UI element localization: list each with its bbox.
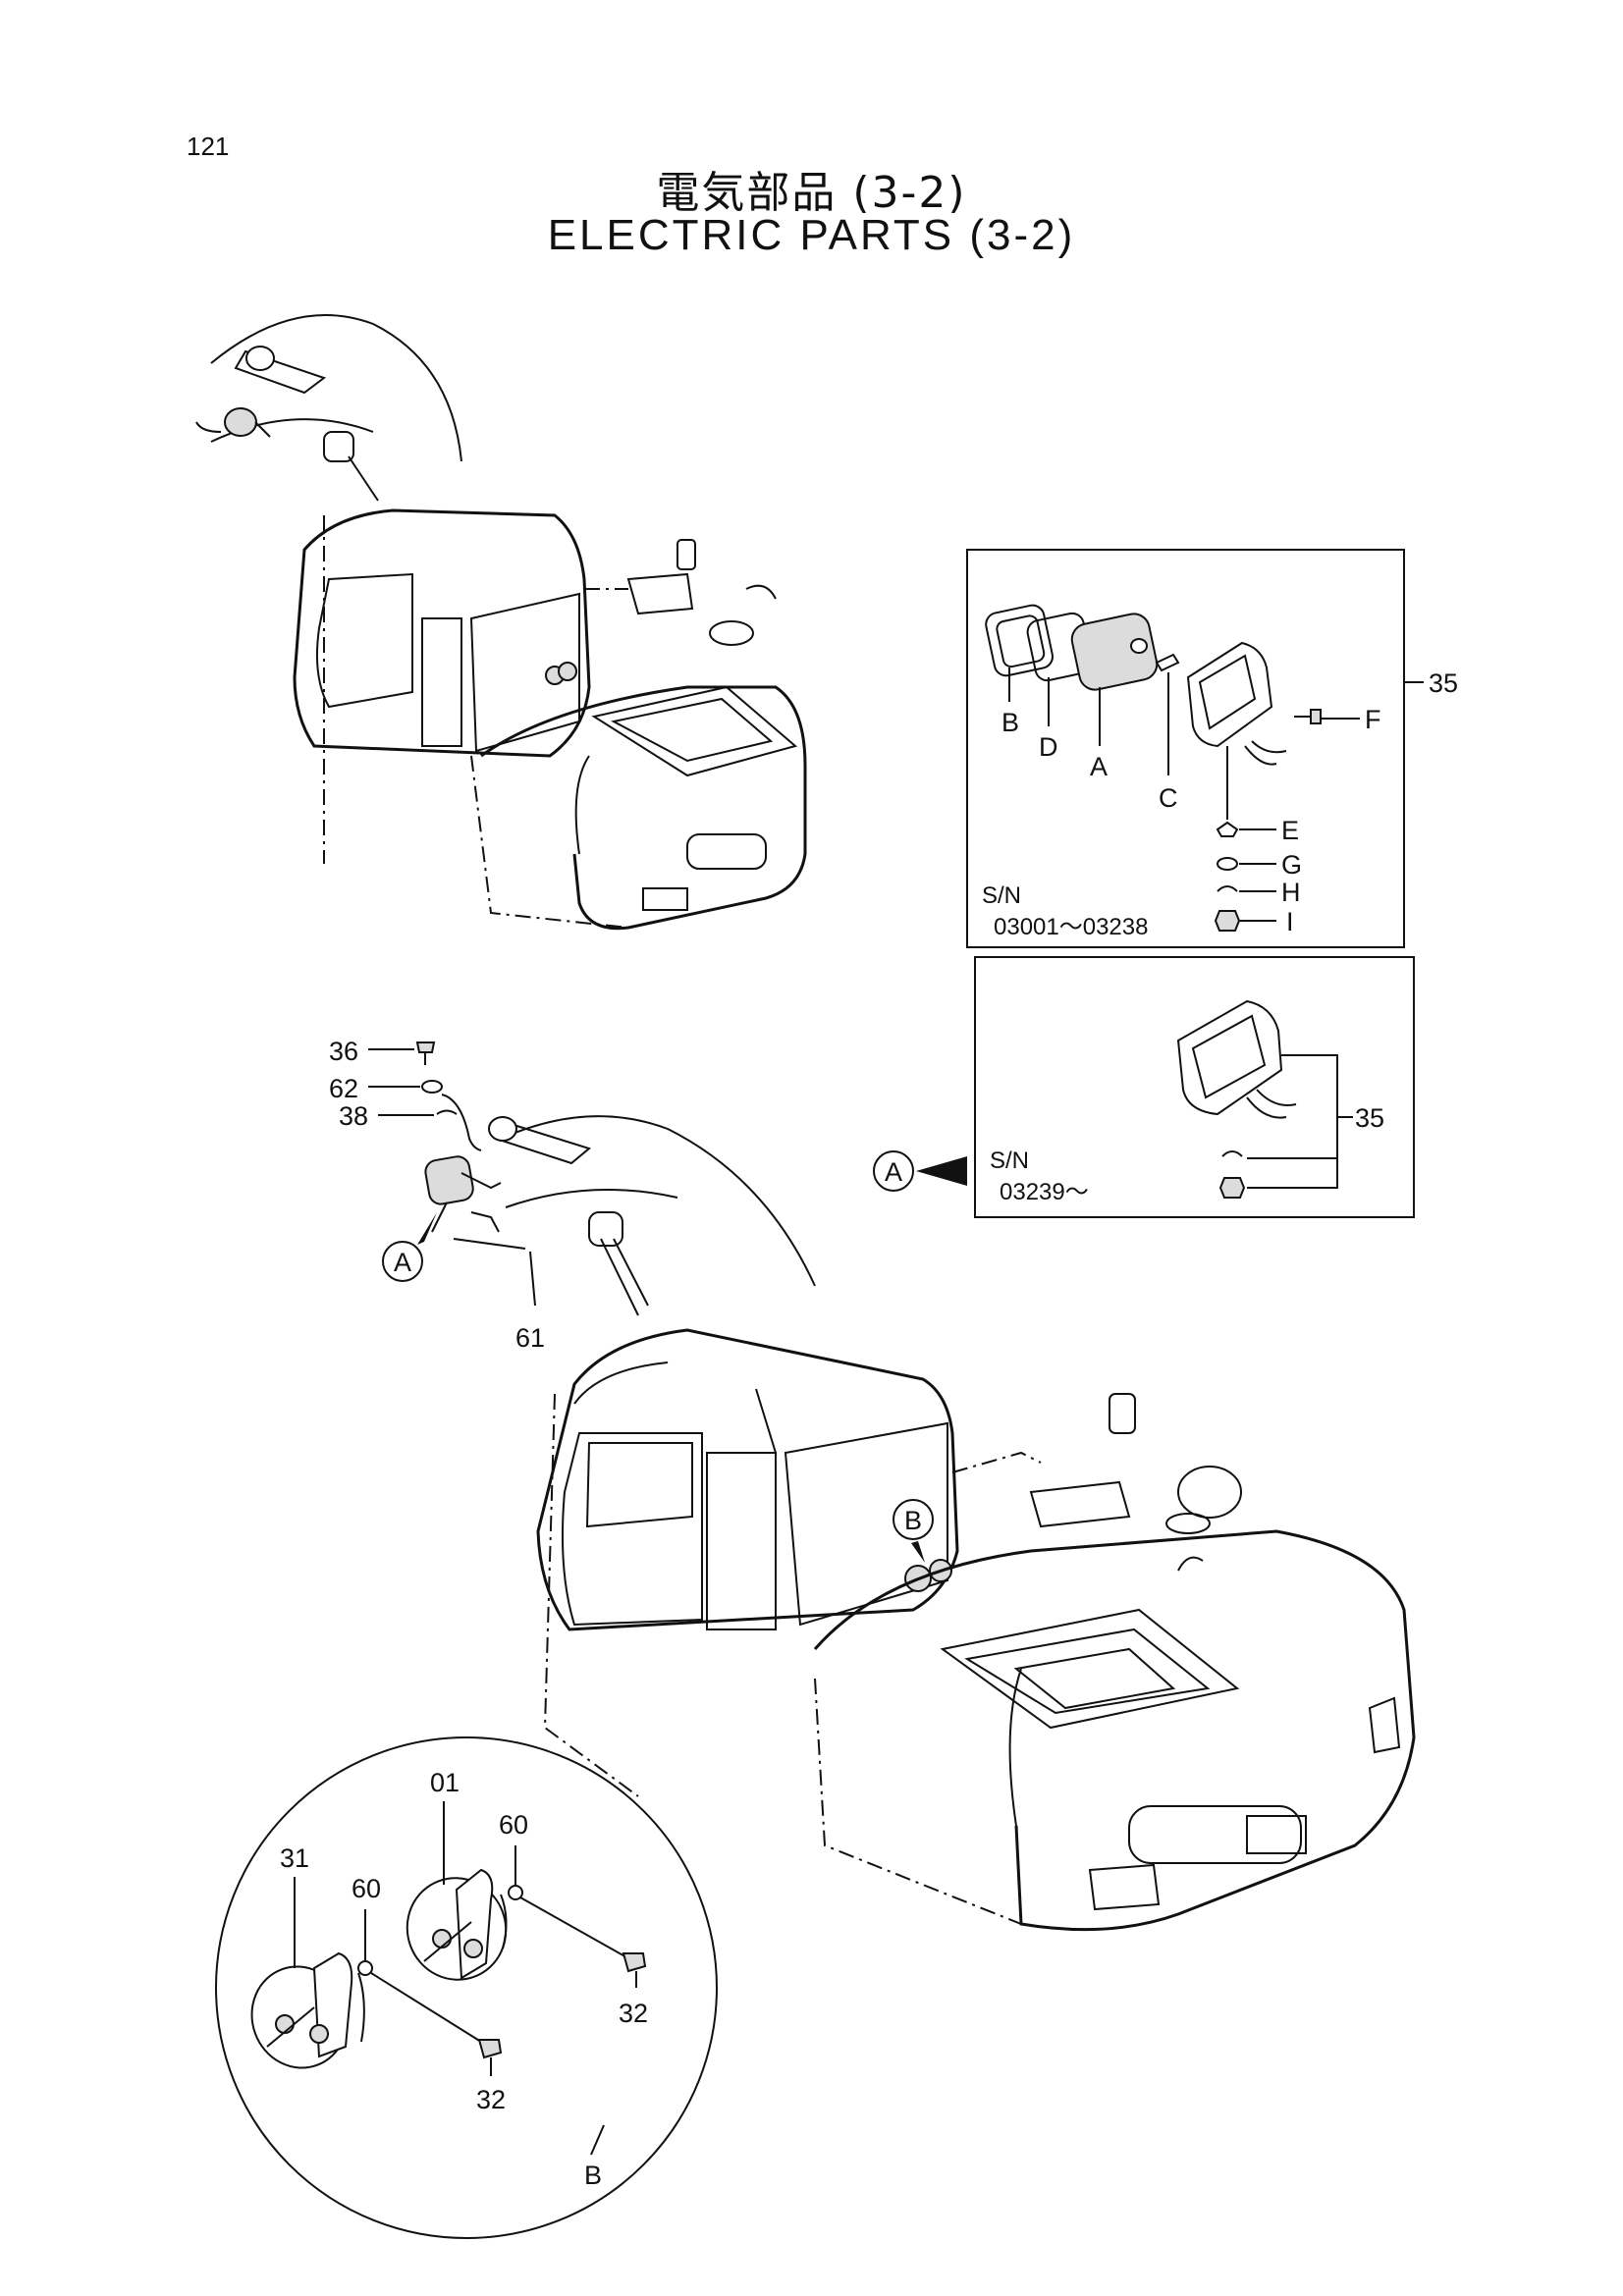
svg-text:A: A <box>394 1248 411 1277</box>
sn-label: S/N <box>982 882 1021 909</box>
callout-I: I <box>1286 907 1294 936</box>
callout-32: 32 <box>619 1999 648 2028</box>
callout-G: G <box>1281 850 1302 880</box>
screw-icon <box>1294 709 1322 724</box>
excavator-main-view: 36 62 38 A 61 <box>329 1037 1416 1932</box>
callout-36: 36 <box>329 1037 358 1066</box>
callout-A: A <box>1090 752 1108 781</box>
callout-31: 31 <box>280 1843 309 1873</box>
callout-35: 35 <box>1429 668 1458 698</box>
sn-range: 03239～ <box>1000 1179 1089 1205</box>
bolt-icon <box>622 1952 647 1988</box>
clip-icon <box>436 1109 458 1115</box>
bolt-icon <box>415 1041 436 1065</box>
work-light-icon <box>195 407 271 438</box>
callout-35: 35 <box>1355 1103 1384 1133</box>
horn-icon <box>406 1868 508 1981</box>
star-washer-icon <box>1216 821 1239 837</box>
detail-b-horn-assembly: 01 60 32 31 60 32 B <box>215 1736 718 2239</box>
work-light-icon <box>424 1155 502 1233</box>
excavator-top-view <box>195 314 807 931</box>
sn-range: 03001～03238 <box>994 914 1148 940</box>
svg-text:A: A <box>885 1157 902 1187</box>
callout-60: 60 <box>499 1810 528 1840</box>
bolt-icon <box>477 2039 503 2076</box>
lock-washer-icon <box>1221 1150 1243 1157</box>
bulb-icon <box>1155 653 1180 672</box>
callout-01: 01 <box>430 1768 460 1797</box>
detail-b-label: B <box>584 2161 602 2190</box>
washer-icon <box>421 1080 443 1094</box>
callout-61: 61 <box>515 1323 545 1353</box>
callout-38: 38 <box>339 1101 368 1131</box>
inset-lamp-assembly-early: 35 F <box>966 549 1458 948</box>
page-number: 121 <box>187 132 230 161</box>
view-marker-a: A <box>873 1150 967 1192</box>
nut-icon <box>1214 910 1241 932</box>
svg-text:B: B <box>904 1506 922 1535</box>
callout-H: H <box>1281 878 1301 907</box>
gasket-icon <box>985 604 1054 677</box>
callout-F: F <box>1365 705 1381 734</box>
callout-D: D <box>1039 732 1058 762</box>
lamp-body-icon <box>1186 641 1287 766</box>
sn-label: S/N <box>990 1148 1029 1174</box>
horn-icon <box>250 1951 365 2069</box>
inset-lamp-assembly-late: 35 S/N 03239～ <box>974 956 1415 1218</box>
page-title-english: ELECTRIC PARTS (3-2) <box>547 211 1076 259</box>
view-marker-a-main: A <box>382 1212 437 1282</box>
lock-washer-icon <box>1217 885 1238 892</box>
washer-icon <box>1217 857 1238 871</box>
page-title-japanese: 電気部品 (3-2) <box>656 168 967 218</box>
nut-icon <box>1218 1177 1246 1199</box>
callout-C: C <box>1159 783 1178 813</box>
callout-E: E <box>1281 816 1299 845</box>
callout-62: 62 <box>329 1074 358 1103</box>
callout-B: B <box>1001 708 1019 737</box>
view-marker-b: B <box>893 1499 934 1563</box>
lamp-housing-icon <box>1070 613 1159 691</box>
callout-60: 60 <box>352 1874 381 1903</box>
lamp-body-icon <box>1176 999 1297 1119</box>
callout-32: 32 <box>476 2085 506 2114</box>
